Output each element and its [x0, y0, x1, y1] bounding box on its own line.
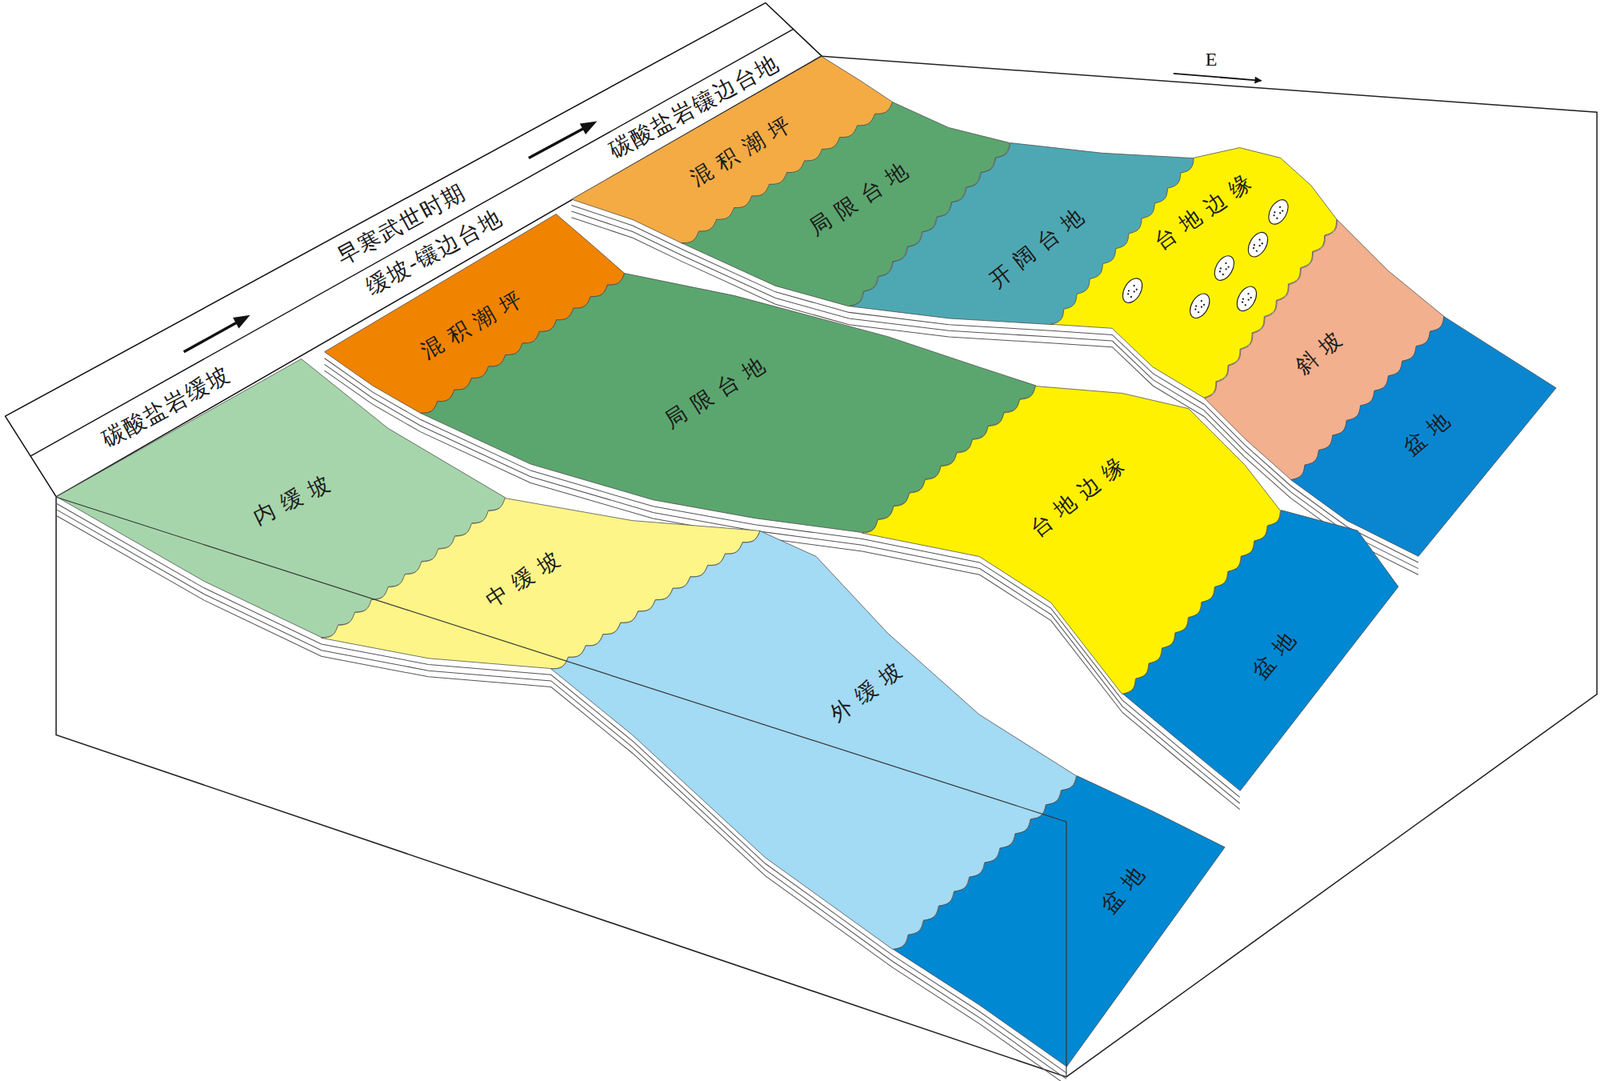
trend-arrow-head: [580, 121, 598, 135]
grain-shoal-symbol: [1186, 290, 1214, 322]
trend-arrow-head: [232, 315, 251, 329]
facies-band: 盆地: [891, 773, 1228, 1069]
block-top-edge: [56, 496, 1067, 822]
north-east-arrow: [1173, 73, 1262, 81]
trend-arrow: [528, 126, 588, 159]
band-outline: [891, 773, 1228, 1069]
grain-shoal-symbol: [1264, 196, 1292, 228]
band-outline: [1120, 508, 1400, 793]
band-shape: [1122, 510, 1398, 792]
direction-label: E: [1205, 49, 1218, 69]
block-corner-edge: [1065, 821, 1067, 1077]
trend-arrow: [184, 320, 242, 352]
grain-shoal-symbol: [1210, 252, 1238, 284]
grain-shoal-symbol: [1244, 229, 1272, 261]
block-frame: [56, 56, 1597, 1077]
facies-band: 盆地: [1120, 508, 1400, 793]
grain-shoal-symbol: [1233, 283, 1261, 315]
band-shape: [1291, 316, 1557, 556]
band-shape: [892, 775, 1225, 1067]
grain-shoal-symbol: [1119, 275, 1147, 307]
